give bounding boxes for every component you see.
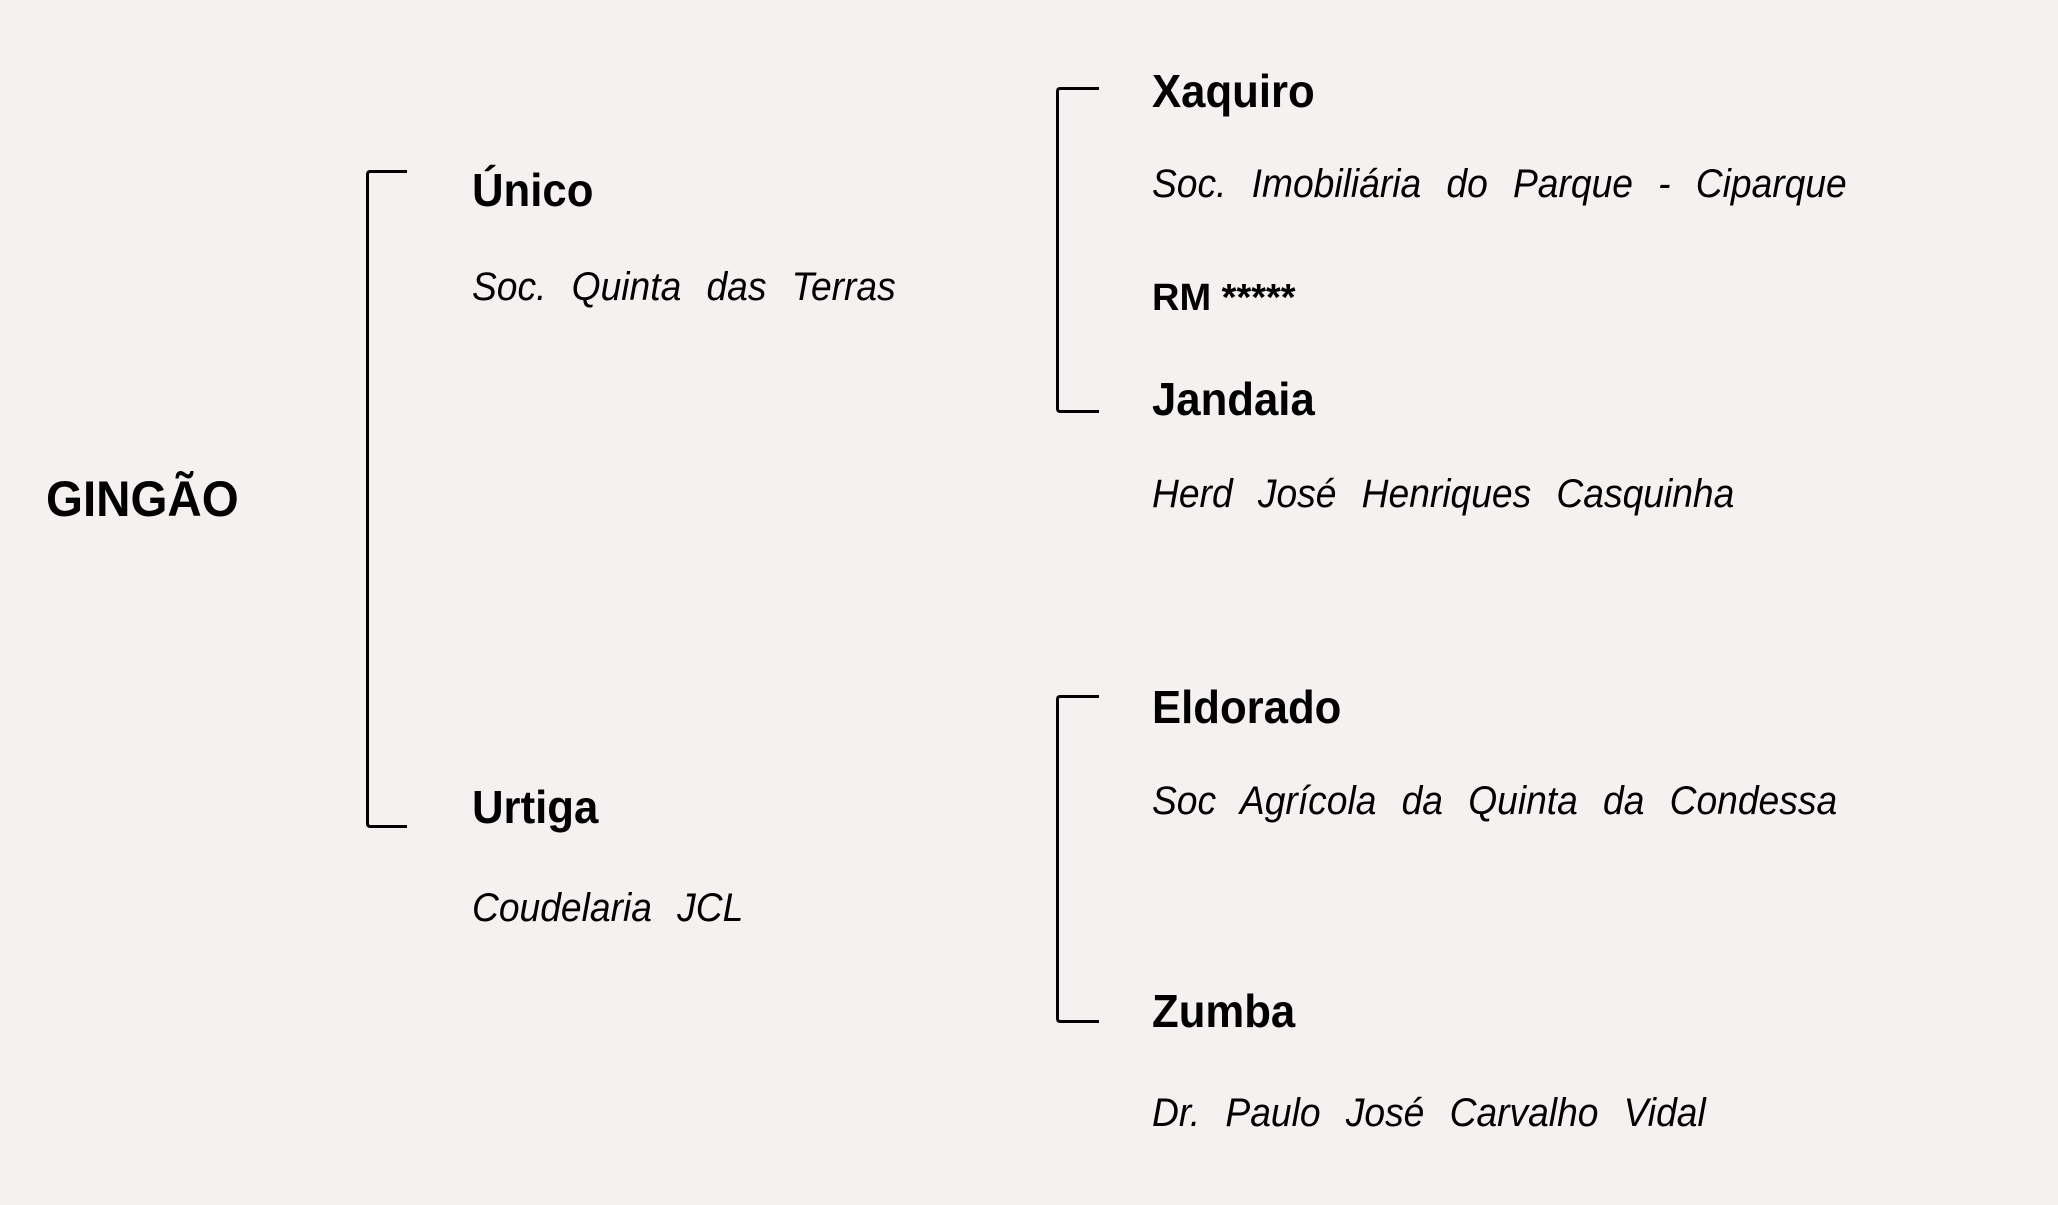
sire-sire-name: Xaquiro (1152, 65, 1315, 117)
dam-dam-owner: Dr. Paulo José Carvalho Vidal (1152, 1091, 1706, 1135)
dam-dam-name: Zumba (1152, 985, 1296, 1037)
root-horse-name: GINGÃO (46, 471, 239, 527)
dam-bracket (1056, 695, 1099, 1023)
sire-dam-name: Jandaia (1152, 373, 1315, 425)
dam-sire-owner: Soc Agrícola da Quinta da Condessa (1152, 779, 1838, 823)
dam-sire-name: Eldorado (1152, 681, 1342, 733)
sire-owner: Soc. Quinta das Terras (472, 265, 896, 309)
dam-owner: Coudelaria JCL (472, 886, 744, 930)
sire-dam-owner: Herd José Henriques Casquinha (1152, 472, 1735, 516)
dam-name: Urtiga (472, 781, 599, 833)
sire-sire-owner: Soc. Imobiliária do Parque - Ciparque (1152, 162, 1847, 206)
sire-name: Único (472, 164, 594, 216)
sire-bracket (1056, 87, 1099, 413)
root-bracket (366, 170, 407, 828)
sire-sire-note: RM ***** (1152, 277, 1296, 319)
